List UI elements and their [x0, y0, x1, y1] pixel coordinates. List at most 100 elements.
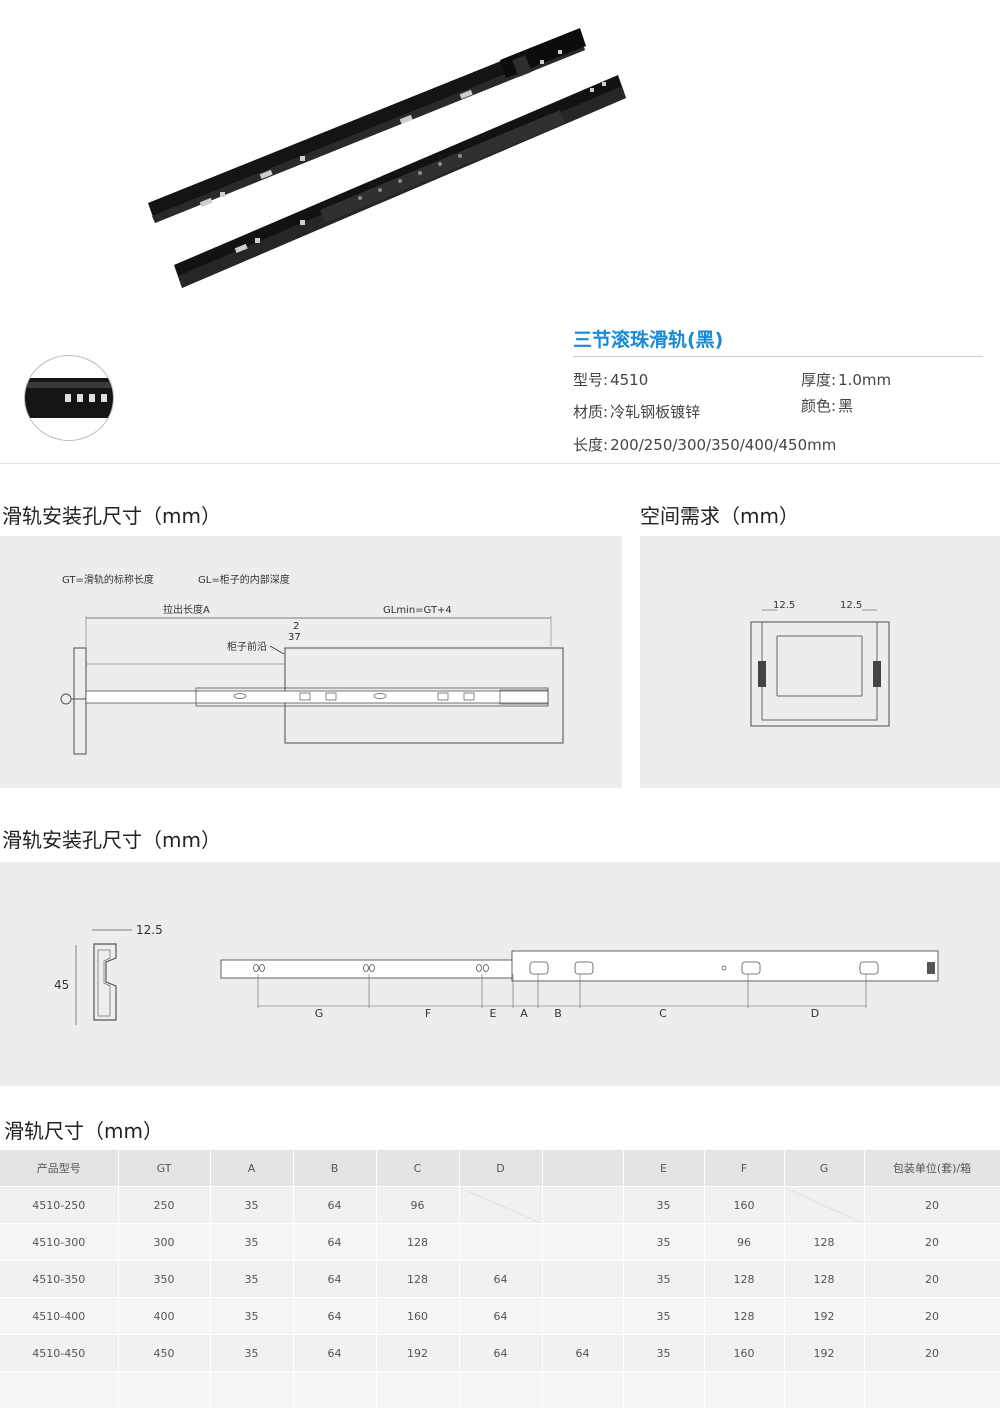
table-cell	[623, 1371, 705, 1409]
table-cell: 35	[623, 1334, 705, 1372]
table-cell	[459, 1371, 543, 1409]
table-cell	[704, 1371, 785, 1409]
table-cell	[293, 1371, 377, 1409]
spec-length-label: 长度:	[573, 436, 609, 454]
glmin-label: GLmin=GT+4	[383, 605, 452, 616]
spec-thickness-label: 厚度:	[801, 371, 837, 389]
product-section: 三节滚珠滑轨(黑) 型号:4510 厚度:1.0mm 材质:冷轧钢板镀锌 颜色:…	[0, 0, 1000, 464]
hole-diagram: 12.5 45 G F E	[54, 923, 939, 1025]
table-cell: 35	[210, 1297, 294, 1335]
table-cell: 4510-350	[0, 1260, 119, 1298]
space-diagram-panel: 12.5 12.5	[640, 536, 1000, 788]
table-cell: 64	[293, 1297, 377, 1335]
table-cell: 20	[864, 1223, 1000, 1261]
table-cell: 35	[210, 1334, 294, 1372]
table-cell: 64	[293, 1223, 377, 1261]
space-section-title: 空间需求（mm）	[640, 504, 799, 528]
table-cell: 4510-450	[0, 1334, 119, 1372]
table-header-cell: GT	[118, 1150, 211, 1187]
table-cell: 128	[376, 1260, 460, 1298]
table-cell	[542, 1371, 624, 1409]
cabinet-front-label: 柜子前沿	[227, 640, 267, 653]
table-cell	[542, 1186, 624, 1224]
table-cell: 192	[784, 1334, 865, 1372]
table-cell	[542, 1223, 624, 1261]
table-cell: 35	[623, 1297, 705, 1335]
space-left-gap: 12.5	[773, 600, 795, 611]
table-cell	[542, 1297, 624, 1335]
detail-thumbnail	[24, 355, 114, 441]
table-cell: 96	[704, 1223, 785, 1261]
table-cell: 300	[118, 1223, 211, 1261]
spec-model: 型号:4510	[573, 369, 648, 390]
space-right-gap: 12.5	[840, 600, 862, 611]
dim-label-f: F	[425, 1007, 431, 1020]
table-cell	[459, 1186, 543, 1224]
table-cell	[210, 1371, 294, 1409]
dim-label-b: B	[554, 1007, 562, 1020]
table-cell	[542, 1260, 624, 1298]
profile-width: 12.5	[136, 923, 163, 937]
table-cell: 20	[864, 1186, 1000, 1224]
table-cell: 35	[623, 1260, 705, 1298]
dim-label-c: C	[659, 1007, 667, 1020]
table-header-cell: F	[704, 1150, 785, 1187]
table-cell: 35	[210, 1260, 294, 1298]
table-cell: 64	[459, 1334, 543, 1372]
table-header-cell: A	[210, 1150, 294, 1187]
table-cell	[784, 1371, 865, 1409]
spec-model-value: 4510	[610, 371, 649, 389]
table-cell	[0, 1371, 119, 1409]
table-cell	[864, 1371, 1000, 1409]
space-diagram: 12.5 12.5	[750, 600, 890, 727]
hole-section-title: 滑轨安装孔尺寸（mm）	[2, 828, 221, 852]
table-header-cell: B	[293, 1150, 377, 1187]
dim-2: 2	[293, 621, 299, 632]
table-cell: 64	[293, 1334, 377, 1372]
pull-length-label: 拉出长度A	[163, 603, 210, 616]
spec-thickness-value: 1.0mm	[838, 371, 892, 389]
spec-length-value: 200/250/300/350/400/450mm	[610, 436, 837, 454]
table-cell: 4510-250	[0, 1186, 119, 1224]
table-cell: 400	[118, 1297, 211, 1335]
table-cell: 128	[784, 1260, 865, 1298]
dim-label-g: G	[315, 1007, 324, 1020]
table-header-cell: G	[784, 1150, 865, 1187]
table-cell: 250	[118, 1186, 211, 1224]
table-cell: 64	[293, 1186, 377, 1224]
table-cell	[459, 1223, 543, 1261]
spec-thickness: 厚度:1.0mm	[801, 369, 891, 390]
spec-color: 颜色:黑	[801, 395, 853, 416]
table-cell	[784, 1186, 865, 1224]
spec-material: 材质:冷轧钢板镀锌	[573, 401, 700, 422]
dim-label-e: E	[490, 1007, 497, 1020]
table-cell: 450	[118, 1334, 211, 1372]
table-cell: 192	[376, 1334, 460, 1372]
table-header-cell: C	[376, 1150, 460, 1187]
table-header-cell: 产品型号	[0, 1150, 119, 1187]
dim-label-a: A	[520, 1007, 528, 1020]
table-cell: 350	[118, 1260, 211, 1298]
table-cell: 128	[704, 1260, 785, 1298]
table-cell: 160	[704, 1334, 785, 1372]
table-cell: 20	[864, 1334, 1000, 1372]
table-cell: 35	[623, 1186, 705, 1224]
table-row-blank	[0, 1371, 1000, 1409]
table-cell: 64	[293, 1260, 377, 1298]
table-header-cell: 包装单位(套)/箱	[864, 1150, 1000, 1187]
table-cell: 20	[864, 1260, 1000, 1298]
table-cell: 4510-300	[0, 1223, 119, 1261]
spec-model-label: 型号:	[573, 371, 609, 389]
gl-definition: GL=柜子的内部深度	[198, 573, 290, 586]
table-cell: 20	[864, 1297, 1000, 1335]
table-cell: 128	[376, 1223, 460, 1261]
table-cell: 64	[459, 1260, 543, 1298]
table-cell: 128	[704, 1297, 785, 1335]
